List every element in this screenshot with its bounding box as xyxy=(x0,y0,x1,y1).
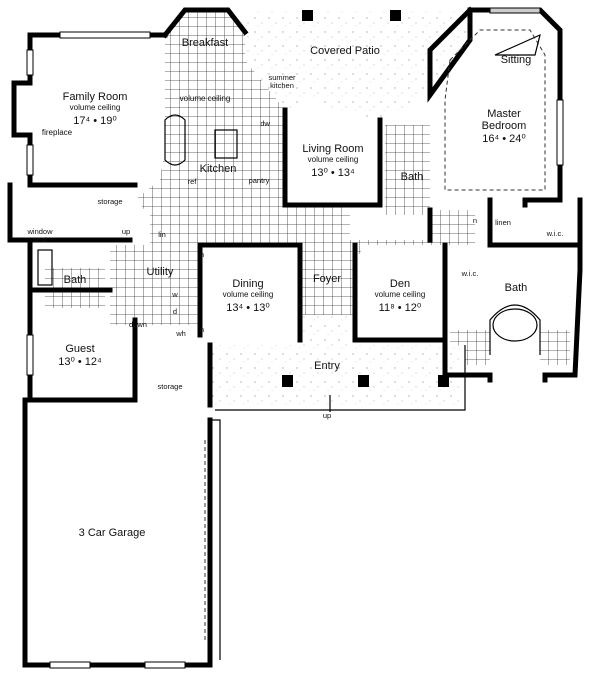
living-room-label: Living Room xyxy=(302,143,363,155)
refrigerator-label: ref xyxy=(188,177,198,186)
dining-note: volume ceiling xyxy=(223,290,274,299)
room-labels: Family Room volume ceiling 17⁴ • 19⁰ fir… xyxy=(26,37,563,539)
dishwasher-label: dw xyxy=(260,119,270,128)
breakfast-label: Breakfast xyxy=(182,37,228,49)
den: Den volume ceiling 11⁸ • 12⁰ xyxy=(375,278,426,314)
entry-label: Entry xyxy=(314,360,340,372)
storage-garage-label: storage xyxy=(157,382,182,391)
kitchen-label: Kitchen xyxy=(200,163,237,175)
summer-kitchen-label: summer xyxy=(268,73,296,82)
entry-up-label: up xyxy=(323,411,331,420)
utility-label: Utility xyxy=(147,266,174,278)
living-room-dims: 13⁰ • 13⁴ xyxy=(311,167,355,179)
fireplace-label: fireplace xyxy=(42,128,73,137)
dining-dims: 13⁴ • 13⁰ xyxy=(226,302,270,314)
family-room-note: volume ceiling xyxy=(70,103,121,112)
dining-room: Dining volume ceiling 13⁴ • 13⁰ xyxy=(223,278,274,314)
window-seat-label: window xyxy=(26,227,53,236)
window-seat-label-2: seat xyxy=(33,235,48,244)
family-room-dims: 17⁴ • 19⁰ xyxy=(73,115,117,127)
breakfast-note: volume ceiling xyxy=(180,94,231,103)
master-bedroom: Master Bedroom 16⁴ • 24⁰ xyxy=(482,108,527,145)
walls xyxy=(7,6,583,668)
windows xyxy=(26,7,564,669)
covered-patio-label: Covered Patio xyxy=(310,45,380,57)
niche-label-3: n xyxy=(473,216,477,225)
master-bedroom-label-2: Bedroom xyxy=(482,120,527,132)
bath-center-label: Bath xyxy=(401,171,424,183)
details xyxy=(37,29,546,660)
master-bedroom-label: Master xyxy=(487,108,521,120)
patio-floors xyxy=(210,10,470,405)
foyer-label: Foyer xyxy=(313,273,341,285)
down-label: down xyxy=(129,320,147,329)
den-dims: 11⁸ • 12⁰ xyxy=(379,302,422,314)
sitting-label: Sitting xyxy=(501,54,532,66)
bath-left-label: Bath xyxy=(64,274,87,286)
master-bath-label: Bath xyxy=(505,282,528,294)
columns xyxy=(282,10,449,387)
summer-kitchen-label-2: kitchen xyxy=(270,81,294,90)
lin-label: lin xyxy=(158,230,166,239)
wic-left-label: w.i.c. xyxy=(461,269,479,278)
washer-label: w xyxy=(171,290,178,299)
niche-label-2: n xyxy=(200,325,204,334)
linen-label: linen xyxy=(495,218,511,227)
master-bedroom-dims: 16⁴ • 24⁰ xyxy=(482,133,526,145)
guest-label: Guest xyxy=(65,343,94,355)
family-room-label: Family Room xyxy=(63,91,128,103)
stairs-up-label: up xyxy=(122,227,130,236)
niche-label: n xyxy=(200,250,204,259)
living-room: Living Room volume ceiling 13⁰ • 13⁴ xyxy=(302,143,363,179)
den-label: Den xyxy=(390,278,410,290)
dining-label: Dining xyxy=(232,278,263,290)
living-room-note: volume ceiling xyxy=(308,155,359,164)
den-note: volume ceiling xyxy=(375,290,426,299)
guest-room: Guest 13⁰ • 12⁴ xyxy=(58,343,102,368)
water-heater-label: wh xyxy=(175,329,186,338)
guest-dims: 13⁰ • 12⁴ xyxy=(58,356,102,368)
dryer-label: d xyxy=(173,307,177,316)
family-room: Family Room volume ceiling 17⁴ • 19⁰ xyxy=(63,91,128,127)
storage-top-label: storage xyxy=(97,197,122,206)
garage-label: 3 Car Garage xyxy=(79,527,146,539)
pantry-label: pantry xyxy=(249,176,270,185)
wic-right-label: w.i.c. xyxy=(546,229,564,238)
